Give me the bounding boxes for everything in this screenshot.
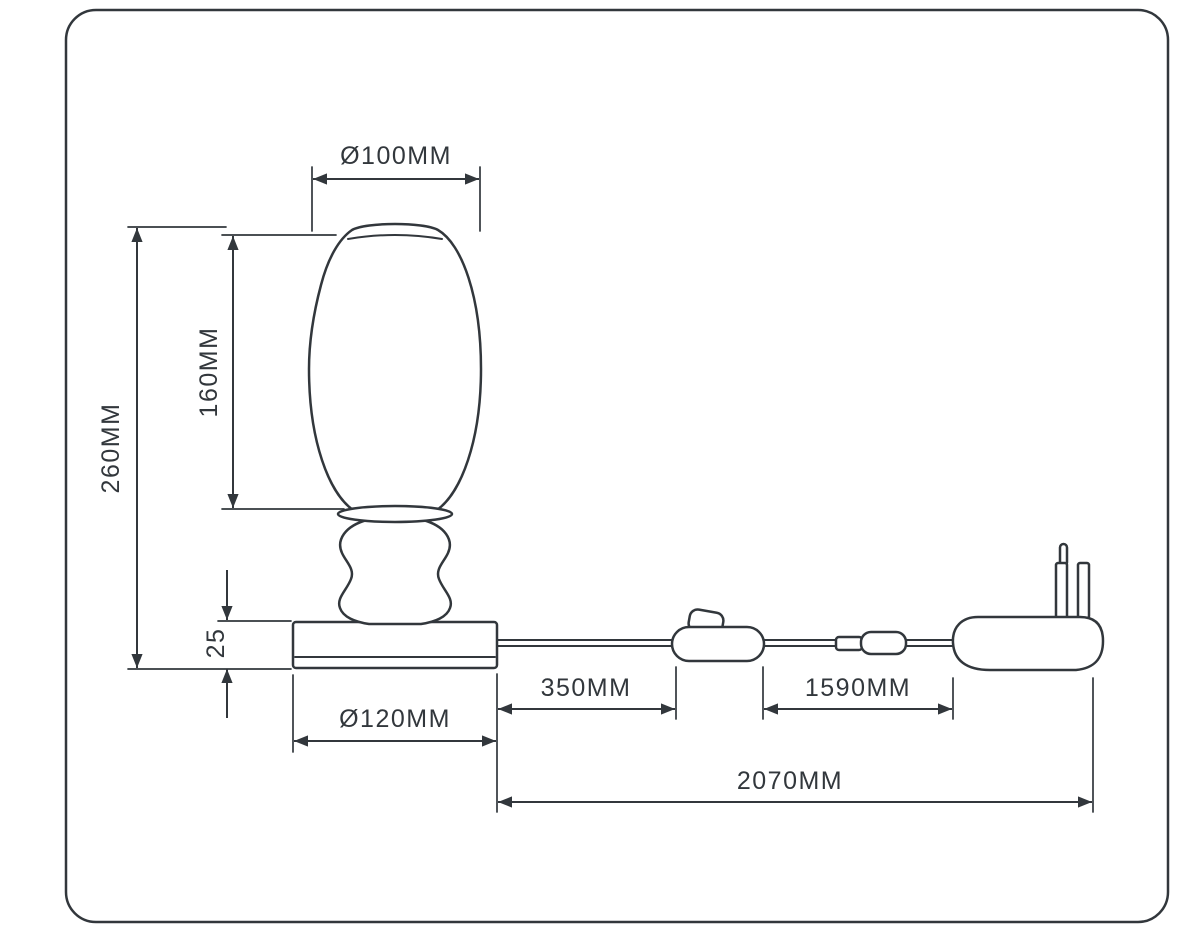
dim-label-base-height: 25	[202, 628, 230, 659]
lamp	[291, 222, 1105, 672]
dim-cord-total-length: 2070MM	[498, 677, 1094, 813]
switch-body	[670, 625, 766, 663]
dim-label-total-height: 260MM	[97, 403, 125, 494]
dim-base-height: 25	[202, 570, 292, 718]
dim-cord-switch-to-plug: 1590MM	[762, 666, 954, 720]
dim-base-diameter: Ø120MM	[292, 673, 498, 813]
cord-connector	[834, 630, 908, 656]
dim-label-base-diameter: Ø120MM	[339, 705, 451, 733]
power-cord	[496, 639, 956, 647]
connector-neck	[834, 635, 864, 652]
inline-switch	[670, 608, 766, 663]
dim-label-cord-switch-to-plug: 1590MM	[805, 674, 911, 702]
dim-label-cord-base-to-switch: 350MM	[541, 674, 632, 702]
lamp-shade	[307, 222, 483, 518]
drawing-border	[64, 8, 1170, 924]
plug-prong-right	[1076, 561, 1091, 620]
dim-label-shade-diameter: Ø100MM	[340, 142, 452, 170]
lamp-base	[291, 620, 499, 670]
dim-label-cord-total-length: 2070MM	[737, 767, 843, 795]
dim-total-height: 260MM	[97, 226, 292, 670]
dim-label-shade-height: 160MM	[195, 327, 223, 418]
dimensions: Ø100MM 160MM 260MM 25	[97, 142, 1094, 813]
power-plug	[951, 542, 1105, 672]
lamp-stem	[337, 518, 453, 626]
dim-shade-height: 160MM	[195, 234, 345, 510]
connector-body	[859, 630, 908, 656]
dim-cord-base-to-switch: 350MM	[498, 666, 677, 720]
base-body	[291, 620, 499, 670]
plug-prong-left	[1054, 561, 1069, 620]
shade-collar	[336, 504, 454, 524]
dim-shade-diameter: Ø100MM	[311, 142, 481, 232]
plug-body	[951, 615, 1105, 672]
shade-rim-line	[347, 234, 443, 240]
